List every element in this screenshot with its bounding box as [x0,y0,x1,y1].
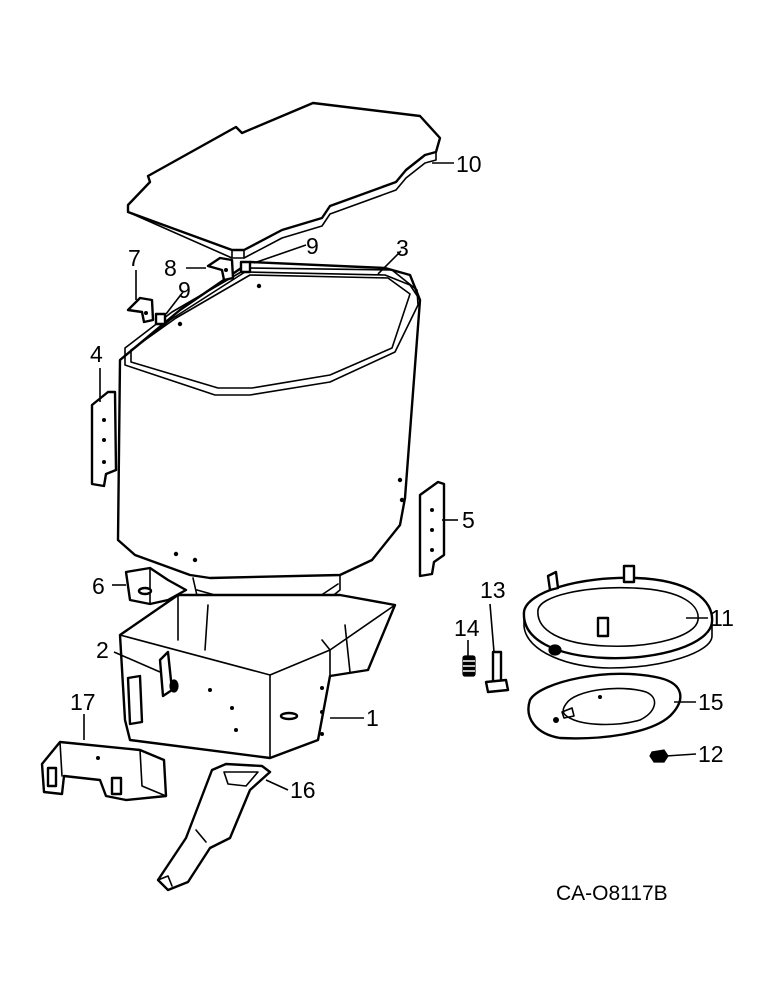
callout-9a: 9 [306,233,319,259]
part-13-bolt [484,650,510,694]
part-12-nut [649,749,669,763]
part-1-metering-box [118,593,397,760]
part-14-spring [462,655,476,677]
part-17-support [40,740,168,802]
callout-16: 16 [290,777,316,803]
part-15-plate [527,672,682,740]
part-10-lid [126,101,442,259]
callout-5: 5 [462,507,475,533]
callout-9b: 9 [178,277,191,303]
callout-7: 7 [128,245,141,271]
part-4-bracket [90,390,118,488]
callout-8: 8 [164,255,177,281]
part-11-ring [522,564,714,669]
callout-1: 1 [366,705,379,731]
callout-4: 4 [90,341,103,367]
part-5-bracket [418,480,446,578]
callout-labels: 10 3 9 8 7 9 4 5 6 2 1 17 16 13 14 11 15… [70,151,734,803]
part-7-bracket [126,296,155,324]
callout-11: 11 [710,605,734,631]
part-16-tube [156,762,272,892]
leader-lines [83,162,708,791]
callout-6: 6 [92,573,105,599]
callout-14: 14 [454,615,480,641]
callout-10: 10 [456,151,482,177]
callout-12: 12 [698,741,724,767]
callout-17: 17 [70,689,96,715]
part-8-bracket [206,256,235,282]
part-3-hopper [116,260,422,613]
part-9-washers [154,260,252,326]
callout-13: 13 [480,577,506,603]
callout-2: 2 [96,637,109,663]
drawing-code: CA-O8117B [556,882,668,905]
callout-3: 3 [396,235,409,261]
callout-15: 15 [698,689,724,715]
